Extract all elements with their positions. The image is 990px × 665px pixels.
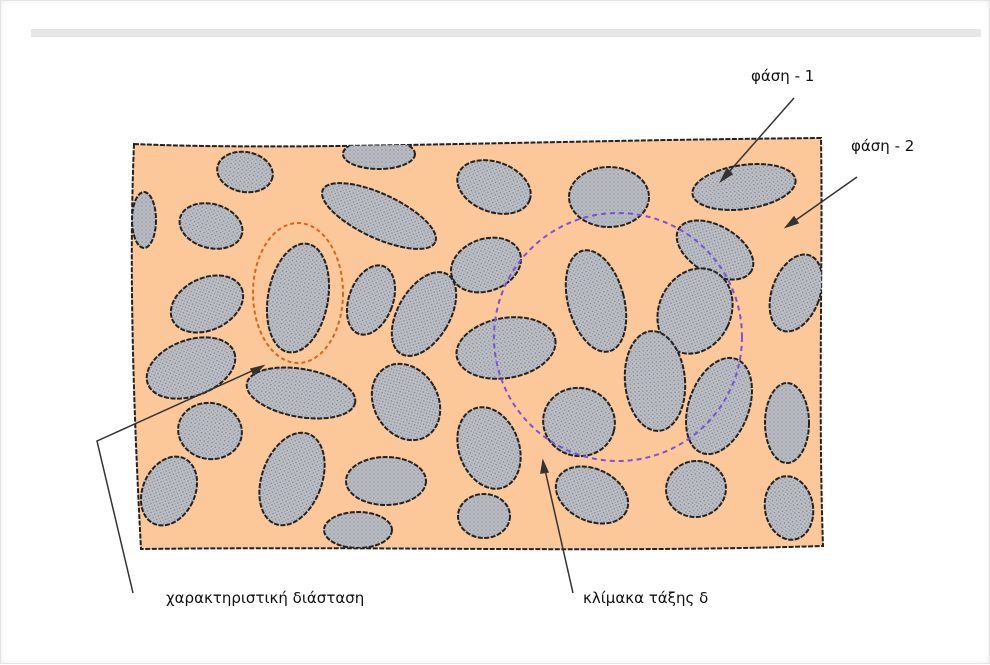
inclusion-31 (458, 494, 510, 538)
scale-order-label: κλίμακα τάξης δ (583, 589, 708, 607)
characteristic-dimension-label: χαρακτηριστική διάσταση (166, 589, 364, 607)
phase2-label: φάση - 2 (851, 137, 914, 155)
inclusion-4 (569, 167, 649, 227)
inclusion-2 (343, 139, 415, 169)
inclusion-27 (765, 383, 809, 463)
inclusion-30 (346, 457, 426, 505)
inclusion-35 (324, 512, 392, 548)
inclusion-6 (132, 192, 156, 248)
phase1-label: φάση - 1 (751, 67, 814, 85)
